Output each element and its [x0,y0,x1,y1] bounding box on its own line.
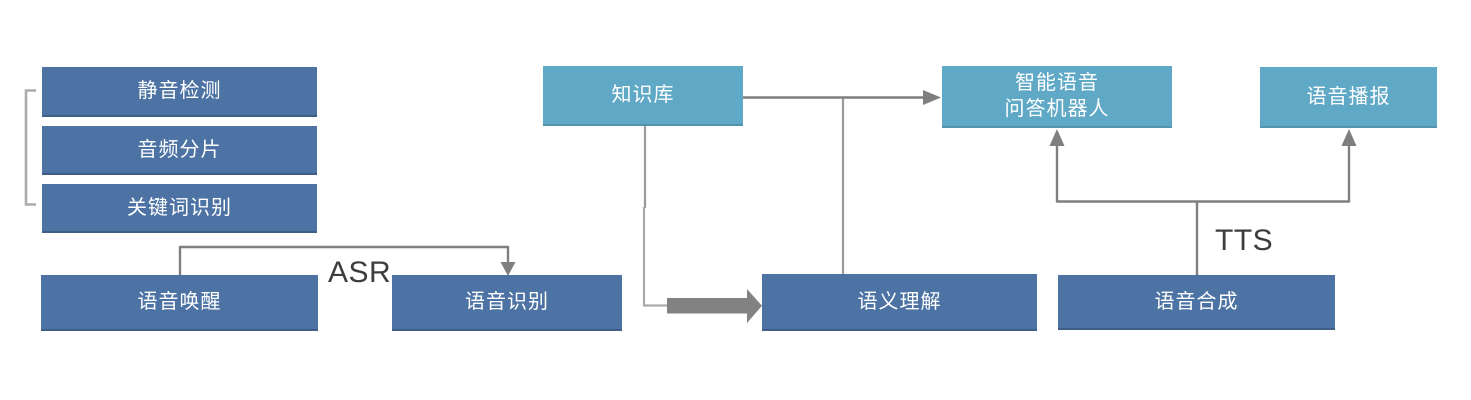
node-speech-synthesis: 语音合成 [1058,275,1335,330]
node-keyword-recognition: 关键词识别 [42,184,317,233]
silence-detection-label: 静音检测 [137,80,222,102]
knowledge-elbow-lower [642,207,668,307]
voice-broadcast-label: 语音播报 [1306,85,1391,108]
asr-arrowhead-icon [500,262,516,276]
asr-connector-line [178,245,510,275]
node-speech-recognition: 语音识别 [392,275,622,331]
voice-wakeup-label: 语音唤醒 [137,291,222,313]
speech-synthesis-label: 语音合成 [1154,290,1239,313]
node-knowledge-base: 知识库 [543,66,743,126]
tts-branch-line [1055,144,1351,275]
node-voice-broadcast: 语音播报 [1260,67,1437,128]
keyword-recognition-label: 关键词识别 [127,196,232,219]
knowledge-to-robot-arrowhead-icon [923,90,941,105]
node-audio-segmentation: 音频分片 [42,126,317,175]
node-qa-robot: 智能语音 问答机器人 [942,66,1172,128]
tts-arrowhead-broadcast-icon [1341,129,1357,146]
speech-recognition-label: 语音识别 [465,291,549,313]
knowledge-base-label: 知识库 [611,84,675,106]
qa-robot-label-line2: 问答机器人 [1004,98,1110,120]
tts-arrowhead-robot-icon [1049,129,1065,146]
audio-segmentation-label: 音频分片 [137,138,222,161]
group-bracket [24,89,36,206]
node-silence-detection: 静音检测 [42,67,317,117]
thick-arrowhead-icon [747,289,762,323]
asr-edge-label: ASR [328,256,392,289]
thick-arrow-body [667,298,747,314]
semantic-understanding-label: 语义理解 [857,290,942,313]
qa-robot-label-line1: 智能语音 [1015,72,1099,94]
tts-edge-label: TTS [1215,224,1274,257]
node-voice-wakeup: 语音唤醒 [41,275,318,331]
node-semantic-understanding: 语义理解 [762,274,1037,331]
